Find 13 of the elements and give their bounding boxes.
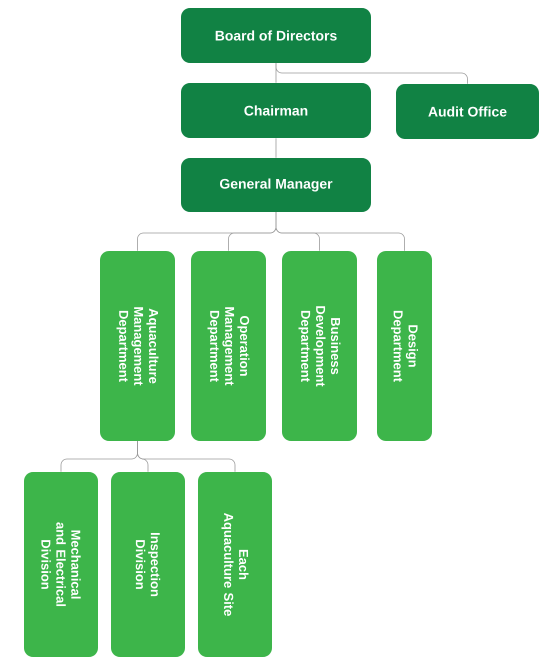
position-box: Audit Office [396, 84, 539, 139]
position-box: Chairman [181, 83, 371, 138]
connector-line [276, 212, 405, 252]
position-box: Board of Directors [181, 8, 371, 63]
connector-line [137, 440, 236, 472]
department-box: Design Department [377, 251, 432, 441]
position-box: General Manager [181, 158, 371, 212]
department-box: Business Development Department [282, 251, 357, 441]
department-box: Inspection Division [111, 472, 185, 657]
department-box: Aquaculture Management Department [100, 251, 175, 441]
department-box: Mechanical and Electrical Division [24, 472, 98, 657]
department-box: Operation Management Department [191, 251, 266, 441]
department-box: Each Aquaculture Site [198, 472, 272, 657]
